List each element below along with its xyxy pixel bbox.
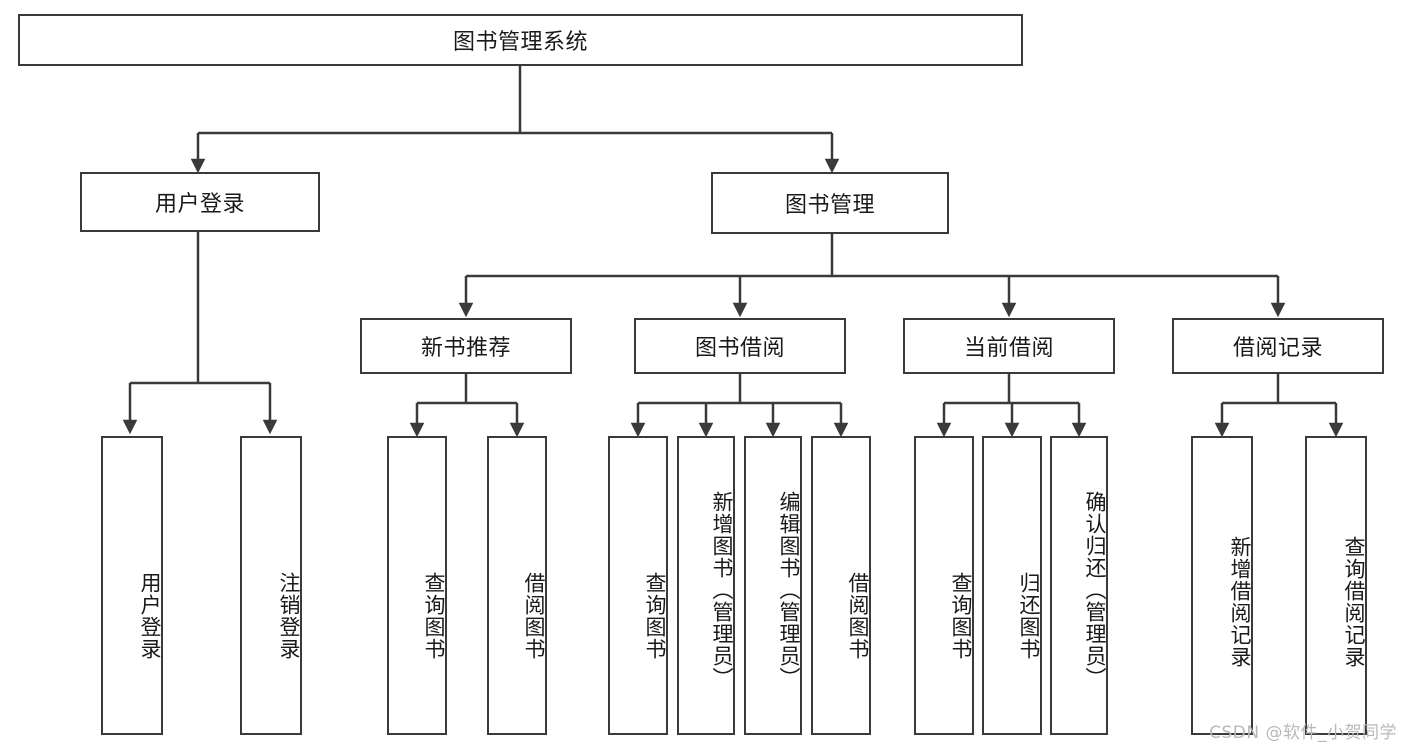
node-new-book-recommend[interactable]: 新书推荐 bbox=[360, 318, 572, 374]
node-root[interactable]: 图书管理系统 bbox=[18, 14, 1023, 66]
node-leaf-confirm-return[interactable]: 确认归还（管理员） bbox=[1050, 436, 1108, 735]
node-leaf-borrow-book-1[interactable]: 借阅图书 bbox=[487, 436, 547, 735]
node-new-book-recommend-label: 新书推荐 bbox=[420, 336, 511, 361]
node-leaf-borrow-book-1-label: 借阅图书 bbox=[522, 571, 546, 660]
node-leaf-borrow-book-2-label: 借阅图书 bbox=[846, 571, 870, 660]
node-leaf-borrow-book-2[interactable]: 借阅图书 bbox=[811, 436, 871, 735]
node-leaf-user-logout[interactable]: 注销登录 bbox=[240, 436, 302, 735]
node-leaf-add-book[interactable]: 新增图书（管理员） bbox=[677, 436, 735, 735]
node-book-management-label: 图书管理 bbox=[784, 193, 875, 218]
node-current-borrow[interactable]: 当前借阅 bbox=[903, 318, 1115, 374]
node-leaf-add-record-label: 新增借阅记录 bbox=[1228, 535, 1252, 668]
node-root-label: 图书管理系统 bbox=[452, 30, 588, 55]
csdn-watermark: CSDN @软件_小贺同学 bbox=[1209, 723, 1397, 743]
node-leaf-query-book-2[interactable]: 查询图书 bbox=[608, 436, 668, 735]
node-book-borrow[interactable]: 图书借阅 bbox=[634, 318, 846, 374]
node-book-management[interactable]: 图书管理 bbox=[711, 172, 949, 234]
node-leaf-query-record[interactable]: 查询借阅记录 bbox=[1305, 436, 1367, 735]
node-user-login[interactable]: 用户登录 bbox=[80, 172, 320, 232]
node-leaf-user-logout-label: 注销登录 bbox=[277, 571, 301, 660]
node-leaf-confirm-return-label: 确认归还（管理员） bbox=[1083, 490, 1107, 689]
node-user-login-label: 用户登录 bbox=[154, 192, 245, 217]
node-borrow-record-label: 借阅记录 bbox=[1232, 336, 1323, 361]
node-leaf-query-book-3-label: 查询图书 bbox=[949, 571, 973, 660]
node-leaf-edit-book-label: 编辑图书（管理员） bbox=[777, 490, 801, 689]
node-leaf-edit-book[interactable]: 编辑图书（管理员） bbox=[744, 436, 802, 735]
node-book-borrow-label: 图书借阅 bbox=[694, 336, 785, 361]
node-leaf-query-book-2-label: 查询图书 bbox=[643, 571, 667, 660]
node-leaf-user-login-label: 用户登录 bbox=[138, 571, 162, 660]
node-leaf-add-record[interactable]: 新增借阅记录 bbox=[1191, 436, 1253, 735]
node-leaf-query-book-1-label: 查询图书 bbox=[422, 571, 446, 660]
node-leaf-user-login[interactable]: 用户登录 bbox=[101, 436, 163, 735]
node-leaf-query-record-label: 查询借阅记录 bbox=[1342, 535, 1366, 668]
node-leaf-return-book[interactable]: 归还图书 bbox=[982, 436, 1042, 735]
node-current-borrow-label: 当前借阅 bbox=[963, 336, 1054, 361]
node-leaf-add-book-label: 新增图书（管理员） bbox=[710, 490, 734, 689]
node-leaf-query-book-3[interactable]: 查询图书 bbox=[914, 436, 974, 735]
node-leaf-query-book-1[interactable]: 查询图书 bbox=[387, 436, 447, 735]
node-borrow-record[interactable]: 借阅记录 bbox=[1172, 318, 1384, 374]
node-leaf-return-book-label: 归还图书 bbox=[1017, 571, 1041, 660]
